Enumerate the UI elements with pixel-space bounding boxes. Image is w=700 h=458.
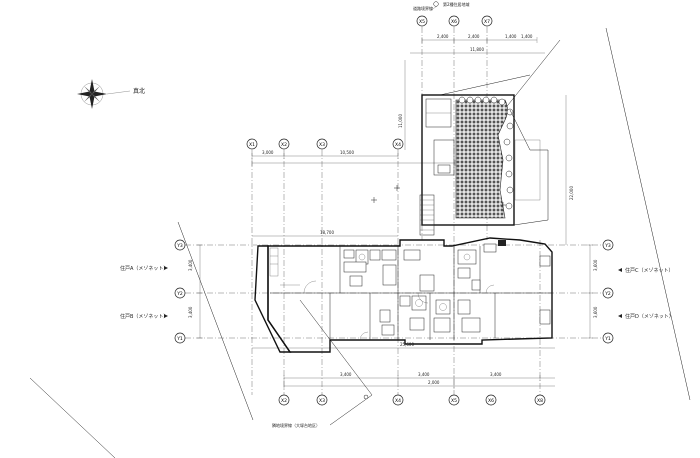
d-mt-label: 18,700 <box>320 230 334 235</box>
grid-bubbles-bottom: X2 X3 X4 X5 X6 X8 <box>278 394 546 406</box>
d-br1-label: 3,400 <box>418 372 430 377</box>
gyr1-label: Y2 <box>604 291 611 297</box>
ur1-label: 住戸D（メゾネット） <box>625 313 674 320</box>
grid-bubbles-upper: X5 X6 X7 <box>416 15 493 27</box>
gb4-label: X6 <box>488 398 494 404</box>
gyl2-label: Y1 <box>176 336 183 342</box>
gb2-label: X4 <box>395 398 401 404</box>
d-uv-label: 22,000 <box>569 186 574 200</box>
note0-label: 道路境界線 <box>413 5 433 11</box>
boundary-lines <box>29 27 691 458</box>
gx2-label: X3 <box>319 142 325 148</box>
fixtures <box>269 240 551 341</box>
rooftop-garden <box>455 99 508 219</box>
gu1-label: X6 <box>451 19 457 25</box>
grid-bubbles-right: Y3 Y2 Y1 <box>602 239 614 344</box>
d-br0-label: 3,400 <box>340 372 352 377</box>
gyr0-label: Y3 <box>604 243 611 249</box>
gx1-label: X2 <box>281 142 287 148</box>
grid-bubbles-left: Y3 Y2 Y1 <box>174 239 186 344</box>
main-building <box>254 237 553 353</box>
d-ul0-label: 3,000 <box>262 150 274 155</box>
gb0-label: X2 <box>281 398 287 404</box>
d-bs-label: 2,000 <box>428 380 440 385</box>
gx3-label: X4 <box>395 142 401 148</box>
d-lv0-label: 3,400 <box>188 259 193 271</box>
stair <box>419 194 435 236</box>
dimension-lines <box>197 37 593 389</box>
gyl0-label: Y3 <box>176 243 183 249</box>
ul0-label: 住戸A（メゾネット） <box>120 265 168 272</box>
d-lv1-label: 3,400 <box>188 306 193 318</box>
gyl1-label: Y2 <box>176 291 183 297</box>
note1-label: 第2種住居地域 <box>443 1 470 7</box>
unit-labels-right: 住戸C（メゾネット） 住戸D（メゾネット） <box>618 267 674 320</box>
top-notes: 道路境界線 第2種住居地域 <box>413 1 470 12</box>
gu0-label: X5 <box>419 19 425 25</box>
unit-labels-left: 住戸A（メゾネット） 住戸B（メゾネット） <box>120 265 168 320</box>
north-label-label: 真北 <box>133 87 145 95</box>
d-ul1-label: 10,500 <box>340 150 354 155</box>
gx0-label: X1 <box>249 142 255 148</box>
d-rv0-label: 3,600 <box>593 259 598 271</box>
upper-building <box>421 94 515 226</box>
ul1-label: 住戸B（メゾネット） <box>120 313 168 320</box>
north-arrow-icon <box>77 79 131 109</box>
d-tv-label: 11,000 <box>398 114 403 128</box>
bottom-note-label: 隣地境界線（大塚台地区） <box>272 422 320 428</box>
markers <box>371 185 506 208</box>
gu2-label: X7 <box>484 19 490 25</box>
d-rv1-label: 3,600 <box>593 306 598 318</box>
d-tr2-label: 1,400 <box>505 34 517 39</box>
gb5-label: X8 <box>537 398 543 404</box>
gb1-label: X3 <box>319 398 325 404</box>
bottom-note: 隣地境界線（大塚台地区） <box>272 394 369 428</box>
d-tr0-label: 2,400 <box>437 34 449 39</box>
d-tr3-label: 1,400 <box>521 34 533 39</box>
gyr2-label: Y1 <box>604 336 611 342</box>
ur0-label: 住戸C（メゾネット） <box>625 267 674 274</box>
grid-bubbles-top: X1 X2 X3 X4 <box>246 138 404 150</box>
d-tt-label: 11,800 <box>470 47 484 52</box>
d-br2-label: 3,400 <box>490 372 502 377</box>
d-tr1-label: 2,400 <box>468 34 480 39</box>
gb3-label: X5 <box>451 398 457 404</box>
